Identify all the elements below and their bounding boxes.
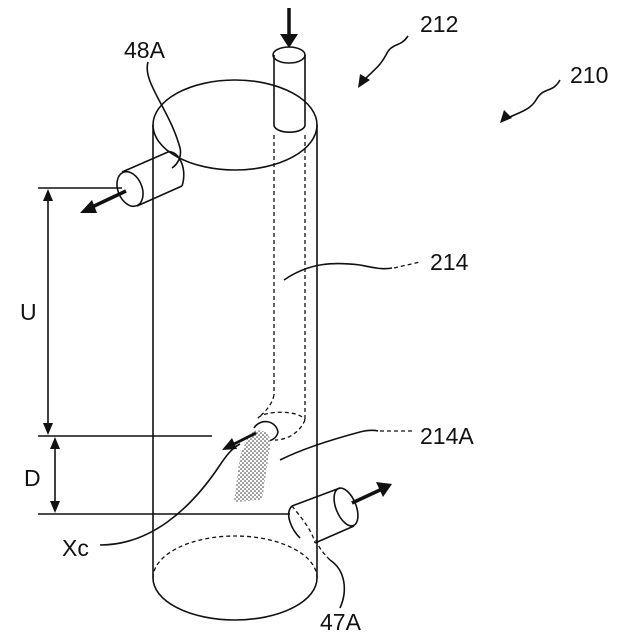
label-214A: 214A [420, 423, 474, 449]
label-210: 210 [570, 62, 608, 88]
leader-47A-dash [316, 540, 330, 560]
vessel-bottom-front [153, 578, 317, 620]
flow-arrows [80, 8, 392, 503]
outlet-pipe-47A [289, 485, 363, 543]
label-D: D [24, 465, 41, 491]
arrow-outflow-lower-icon [352, 482, 392, 503]
leader-lines [100, 36, 560, 608]
label-47A: 47A [320, 609, 362, 635]
leader-214-dash [394, 262, 420, 268]
leader-212 [364, 36, 408, 80]
inner-tube-214 [254, 47, 305, 441]
leader-47A [330, 560, 344, 608]
label-214: 214 [430, 249, 469, 275]
leader-210-arrowhead-icon [500, 110, 512, 123]
label-Xc: Xc [62, 535, 89, 561]
outlet-pipe-48A [112, 152, 184, 210]
label-48A: 48A [124, 37, 166, 63]
leader-Xc [100, 444, 240, 545]
leader-214A [280, 430, 378, 460]
vessel-bottom-back [153, 536, 317, 578]
leader-48A [147, 62, 180, 168]
arrow-outflow-upper-icon [80, 191, 126, 213]
leader-214 [284, 264, 392, 280]
arrow-inflow-icon [280, 8, 298, 48]
label-212: 212 [420, 11, 458, 37]
leader-210 [508, 80, 560, 118]
label-U: U [20, 299, 37, 325]
